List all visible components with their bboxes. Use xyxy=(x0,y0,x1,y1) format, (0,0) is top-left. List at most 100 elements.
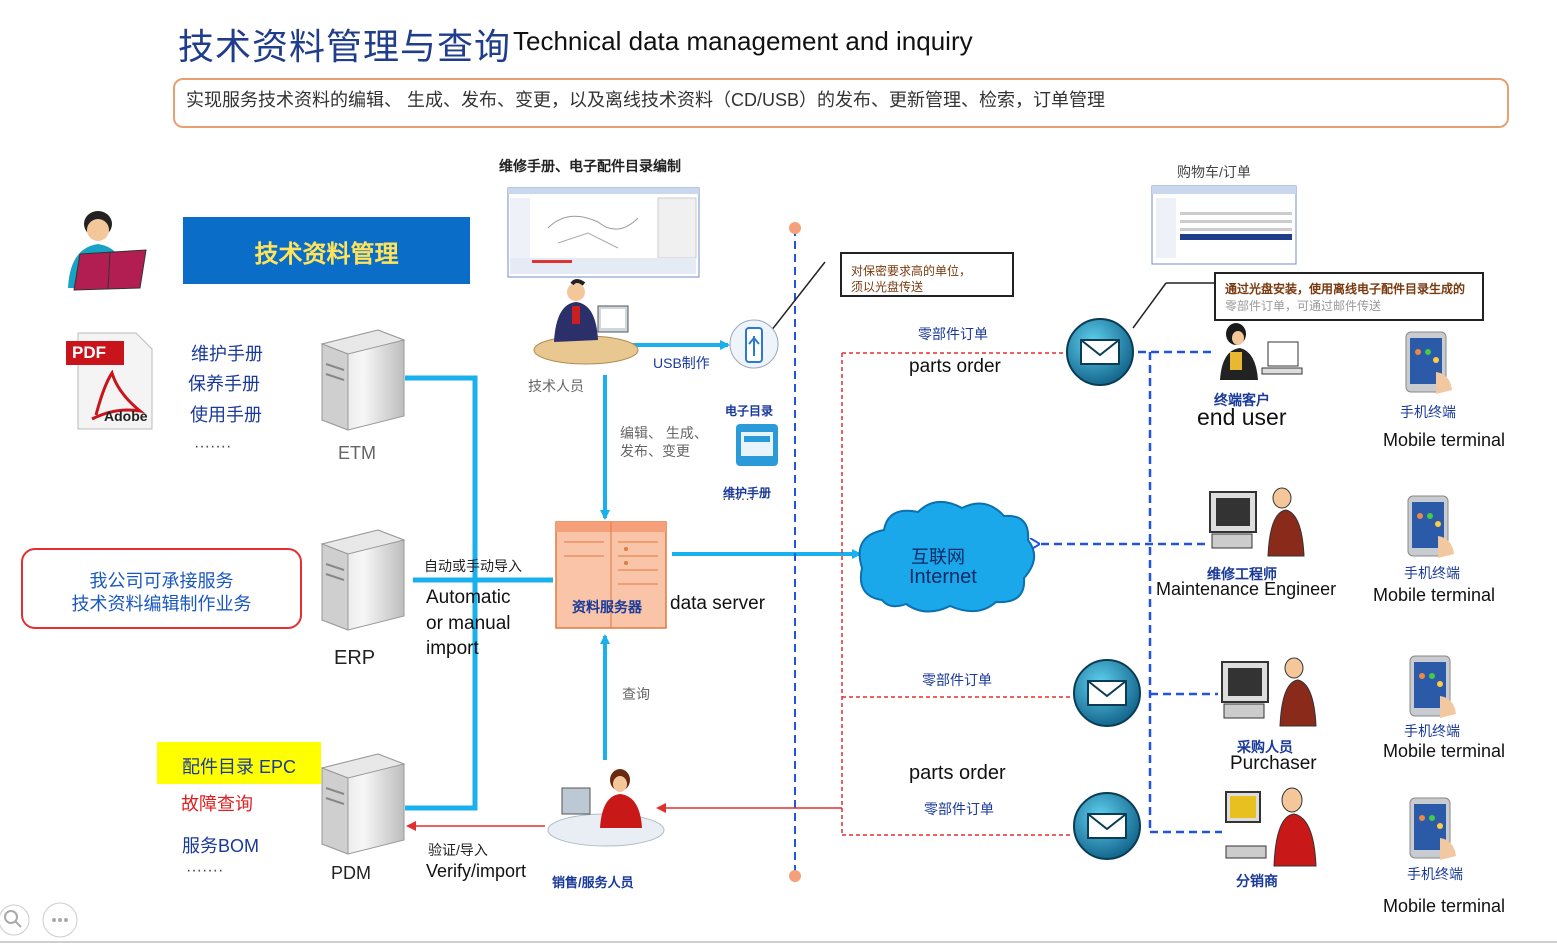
parts-order-cn-3: 零部件订单 xyxy=(924,801,994,817)
epc-label: 配件目录 EPC xyxy=(182,757,297,777)
usb-make-label: USB制作 xyxy=(653,355,710,371)
subtitle-box xyxy=(173,78,1509,128)
flow-lines-blue xyxy=(405,340,862,811)
end-user-cn-label: 终端客户 xyxy=(1214,392,1270,408)
usb-drive-icon xyxy=(729,319,779,369)
bottom-divider xyxy=(0,941,1557,943)
data-server-cn-label: 资料服务器 xyxy=(572,599,642,615)
parts-order-en-2: parts order xyxy=(909,762,1006,784)
service-offer-line-2: 技术资料编辑制作业务 xyxy=(71,594,252,614)
fault-query-label: 故障查询 xyxy=(181,794,253,814)
purchaser-icon xyxy=(1221,657,1317,727)
editing-caption: 维修手册、电子配件目录编制 xyxy=(499,158,681,174)
page-title-cn: 技术资料管理与查询 xyxy=(178,27,512,68)
divider-dashed xyxy=(789,222,801,882)
service-bom-label: 服务BOM xyxy=(182,836,260,856)
cart-caption: 购物车/订单 xyxy=(1177,164,1251,180)
manual-item-maintenance: 维护手册 xyxy=(191,344,263,364)
ecatalog-label: 电子目录 xyxy=(725,404,774,418)
order-lines-red xyxy=(406,352,1072,836)
tech-staff-icon xyxy=(533,279,639,365)
internet-cn-label: 互联网 xyxy=(911,547,965,567)
parts-order-cn-2: 零部件订单 xyxy=(922,672,992,688)
auto-import-en-line-2: or manual xyxy=(426,613,511,634)
data-server-icon xyxy=(555,521,667,629)
end-user-en-label: end user xyxy=(1197,404,1287,430)
adobe-label: Adobe xyxy=(104,408,148,424)
reader-person-icon xyxy=(68,211,147,291)
note-offline-line-1: 通过光盘安装，使用离线电子配件目录生成的 xyxy=(1225,282,1466,296)
server-etm-icon xyxy=(320,329,406,431)
auto-import-cn-label: 自动或手动导入 xyxy=(424,558,522,574)
manual-item-upkeep: 保养手册 xyxy=(188,374,260,394)
mobile-en-label-2: Mobile terminal xyxy=(1373,585,1496,605)
mail-icon-2 xyxy=(1073,659,1141,727)
purchaser-en-label: Purchaser xyxy=(1230,753,1317,774)
pdm-label: PDM xyxy=(331,863,371,883)
note-confidential-line-2: 须以光盘传送 xyxy=(851,280,924,294)
editing-screenshot-thumbnail xyxy=(507,187,700,278)
note-offline-box: 通过光盘安装，使用离线电子配件目录生成的 零部件订单，可通过邮件传送 xyxy=(1214,272,1484,321)
sales-staff-icon xyxy=(547,769,665,847)
end-user-icon xyxy=(1220,323,1303,380)
server-pdm-icon xyxy=(320,753,406,855)
subtitle-text: 实现服务技术资料的编辑、 生成、发布、变更，以及离线技术资料（CD/USB）的发… xyxy=(186,90,1106,110)
more-options-icon[interactable] xyxy=(42,902,78,938)
maint-engineer-en-label: Maintenance Engineer xyxy=(1156,579,1337,599)
server-erp-icon xyxy=(320,529,406,631)
manual-item-ellipsis: ······· xyxy=(194,438,232,455)
service-offer-box: 我公司可承接服务 技术资料编辑制作业务 xyxy=(21,548,302,629)
service-offer-line-1: 我公司可承接服务 xyxy=(89,571,234,591)
parts-order-en-1: parts order xyxy=(909,356,1001,377)
user-lines-dashed xyxy=(1038,350,1222,834)
banner-label: 技术资料管理 xyxy=(254,241,399,268)
epc-highlight xyxy=(157,742,321,784)
maintenance-engineer-icon xyxy=(1209,487,1305,557)
maint-engineer-cn-label: 维修工程师 xyxy=(1207,566,1277,582)
page-title-en: Technical data management and inquiry xyxy=(513,26,973,56)
dealer-cn-label: 分销商 xyxy=(1236,873,1278,889)
internet-cloud-icon xyxy=(858,501,1035,613)
mobile-cn-label-1: 手机终端 xyxy=(1400,404,1456,420)
zoom-control-icon[interactable] xyxy=(0,904,30,936)
sales-staff-label: 销售/服务人员 xyxy=(552,875,634,890)
ecatalog-icon xyxy=(736,424,778,466)
parts-order-cn-1: 零部件订单 xyxy=(918,326,988,342)
note-offline-line-2: 零部件订单，可通过邮件传送 xyxy=(1225,299,1382,313)
tech-staff-label: 技术人员 xyxy=(528,378,584,394)
auto-import-en-line-1: Automatic xyxy=(426,587,511,608)
catalog-ellipsis: ······· xyxy=(722,490,755,506)
mobile-cn-label-2: 手机终端 xyxy=(1404,565,1460,581)
edit-label-line-2: 发布、变更 xyxy=(620,443,690,459)
mobile-cn-label-3: 手机终端 xyxy=(1404,723,1460,739)
pdf-file-icon xyxy=(66,332,153,430)
bom-ellipsis: ······· xyxy=(186,862,224,879)
mobile-cn-label-4: 手机终端 xyxy=(1407,866,1463,882)
edit-label-line-1: 编辑、 生成、 xyxy=(620,425,708,441)
mobile-en-label-4: Mobile terminal xyxy=(1383,896,1506,916)
tech-data-management-banner: 技术资料管理 xyxy=(183,217,470,284)
mobile-phone-icon-3 xyxy=(1409,655,1456,718)
auto-import-en-line-3: import xyxy=(426,638,479,659)
callout-line-2 xyxy=(1132,282,1167,329)
dealer-icon xyxy=(1225,787,1317,867)
mobile-en-label-3: Mobile terminal xyxy=(1383,741,1506,761)
etm-label: ETM xyxy=(338,443,376,463)
internet-en-label: Internet xyxy=(909,566,977,588)
mobile-phone-icon-1 xyxy=(1405,331,1452,394)
mobile-en-label-1: Mobile terminal xyxy=(1383,430,1506,450)
data-server-en-label: data server xyxy=(670,593,766,614)
mobile-phone-icon-2 xyxy=(1407,495,1454,558)
cart-screenshot-thumbnail xyxy=(1151,185,1297,265)
mobile-phone-icon-4 xyxy=(1409,797,1456,860)
query-label: 查询 xyxy=(622,686,650,702)
maint-manual-label: 维护手册 xyxy=(723,486,772,500)
mail-icon-1 xyxy=(1066,318,1134,386)
note-confidential-line-1: 对保密要求高的单位， xyxy=(851,264,972,278)
verify-cn-label: 验证/导入 xyxy=(428,842,488,858)
pdf-label: PDF xyxy=(72,343,106,362)
erp-label: ERP xyxy=(334,647,376,669)
note-confidential-box: 对保密要求高的单位， 须以光盘传送 xyxy=(840,252,1014,297)
manual-item-usage: 使用手册 xyxy=(190,405,262,425)
